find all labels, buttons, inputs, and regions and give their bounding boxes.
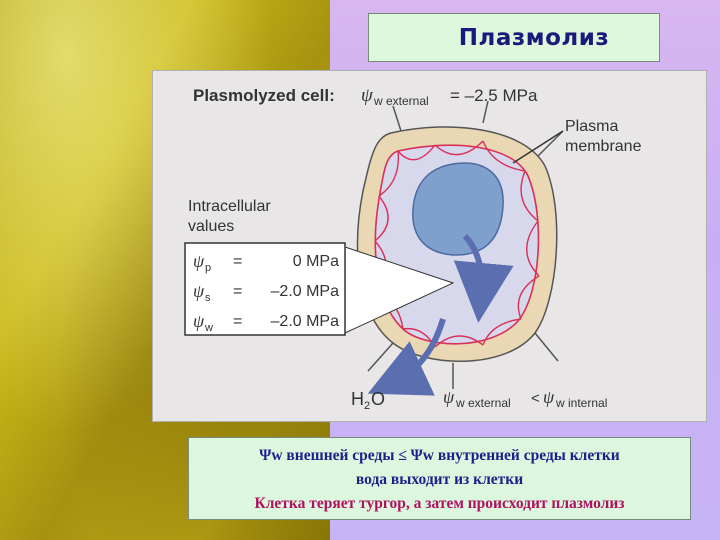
caption-line3: Клетка теряет тургор, а затем происходит… (254, 495, 625, 512)
compare-left-subscript: w external (455, 396, 511, 410)
figure-heading-prefix: Plasmolyzed cell: (193, 86, 335, 105)
value-text: –2.0 MPa (271, 283, 340, 300)
compare-right-subscript: w internal (555, 396, 607, 410)
caption-line1: Ψw внешней среды ≤ Ψw внутренней среды к… (259, 447, 620, 464)
value-row: ψ s = –2.0 MPa (193, 281, 339, 304)
inner-arrow (453, 233, 514, 323)
value-eq: = (233, 253, 242, 270)
value-subscript: w (204, 322, 213, 334)
value-eq: = (233, 313, 242, 330)
values-box (184, 242, 346, 336)
vacuole (412, 162, 504, 256)
figure-panel: Plasmolyzed cell: ψ w external = –2.5 MP… (152, 70, 707, 422)
plasma-membrane-leader (512, 130, 564, 164)
psi-symbol: ψ (193, 251, 205, 271)
value-row: ψ w = –2.0 MPa (193, 311, 339, 334)
intracellular-label-line1: Intracellular (188, 198, 271, 215)
page-title: Плазмолиз (458, 24, 610, 51)
compare-operator: < (531, 390, 540, 407)
water-label: H (351, 389, 364, 409)
water-subscript: 2 (364, 400, 370, 412)
value-eq: = (233, 283, 242, 300)
title-box: Плазмолиз (368, 13, 660, 62)
psi-symbol: ψ (543, 387, 555, 407)
water-label-tail: O (371, 389, 385, 409)
psi-symbol: ψ (443, 387, 455, 407)
heading-value: = –2.5 MPa (450, 86, 538, 105)
caption-line2: вода выходит из клетки (355, 471, 524, 488)
plasmolysis-diagram: Plasmolyzed cell: ψ w external = –2.5 MP… (184, 85, 642, 412)
psi-symbol: ψ (361, 85, 374, 106)
heading-subscript: w external (373, 94, 429, 108)
plasma-membrane-label-line1: Plasma (565, 118, 618, 135)
value-text: 0 MPa (293, 253, 339, 270)
value-text: –2.0 MPa (271, 313, 340, 330)
value-subscript: s (205, 292, 211, 304)
psi-symbol: ψ (193, 281, 205, 301)
intracellular-label-line2: values (188, 218, 234, 235)
psi-symbol: ψ (193, 311, 205, 331)
value-row: ψ p = 0 MPa (193, 251, 339, 274)
caption-box: Ψw внешней среды ≤ Ψw внутренней среды к… (188, 437, 691, 520)
plasma-membrane-label-line2: membrane (565, 138, 642, 155)
neighbor-wall-top (392, 100, 564, 157)
value-subscript: p (205, 262, 211, 274)
water-out-arrow (367, 318, 446, 396)
